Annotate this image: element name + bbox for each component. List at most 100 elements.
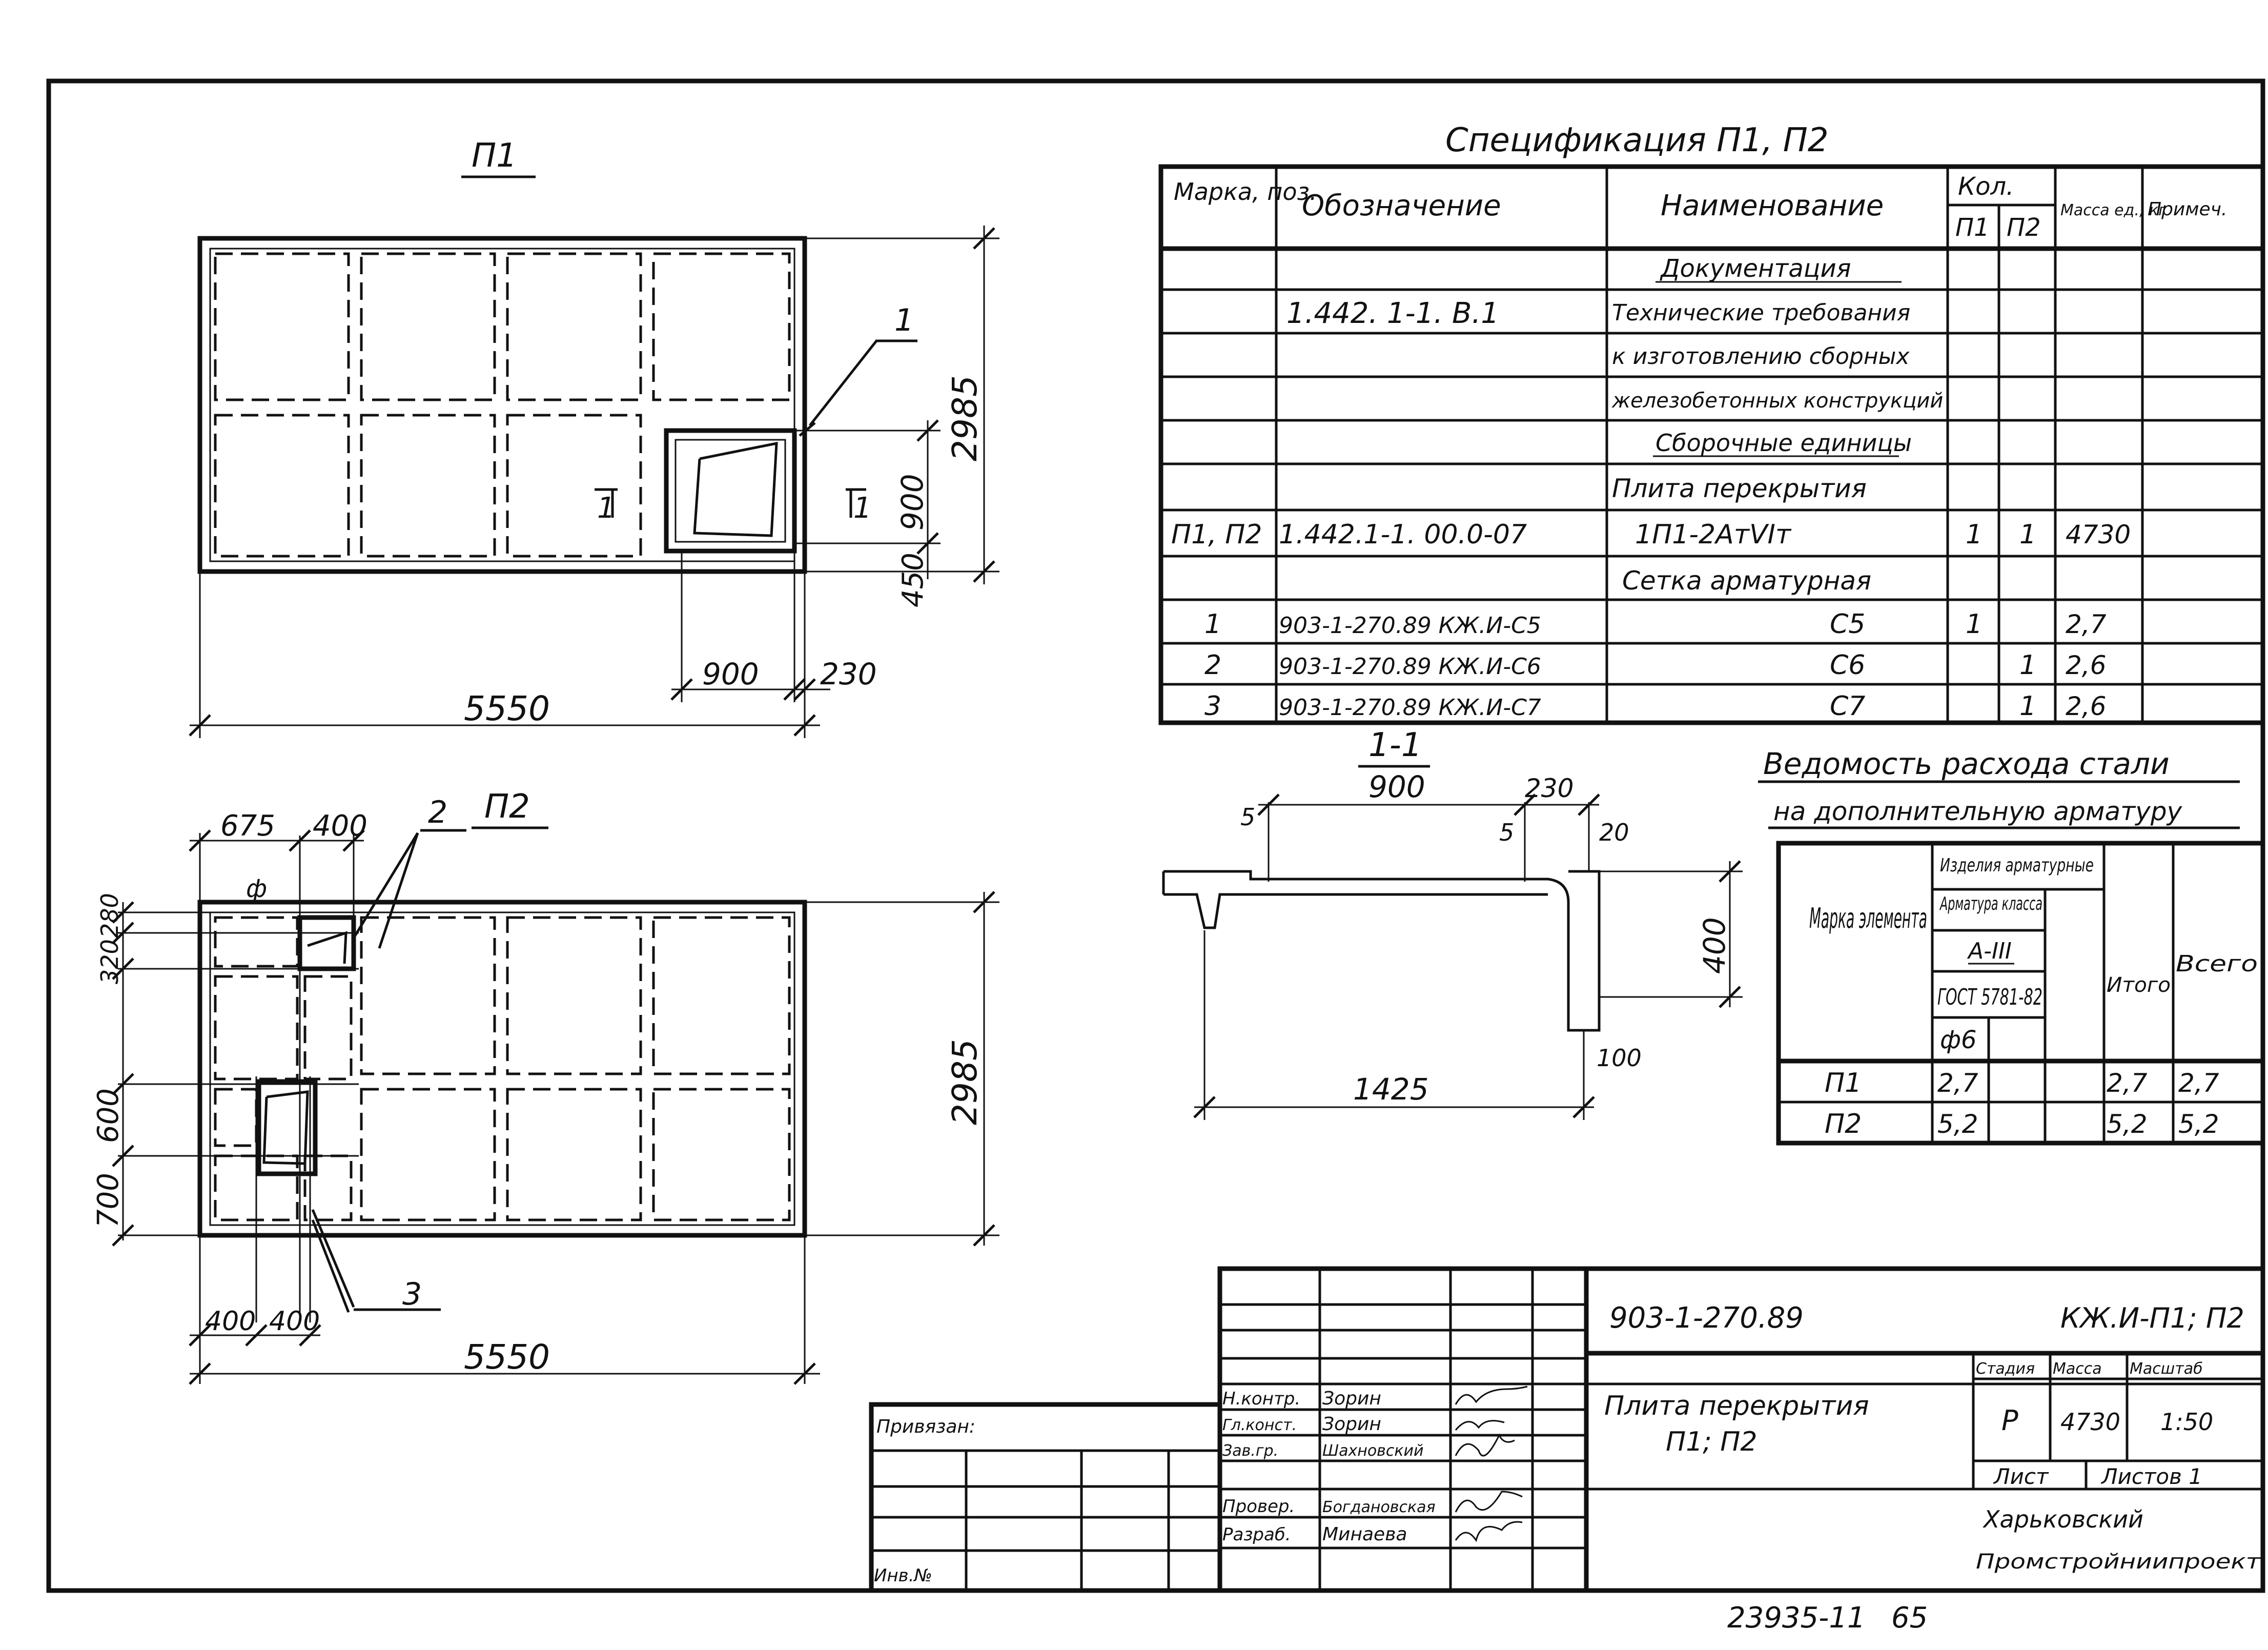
svg-text:Плита перекрытия: Плита перекрытия <box>1612 474 1867 503</box>
p2-dim-left-d: 600 <box>92 1088 125 1143</box>
steel-h-gost: ГОСТ 5781-82 <box>1937 984 2042 1010</box>
p1-opening <box>664 428 797 554</box>
steel-h-dia: ф6 <box>1940 1026 1977 1054</box>
section-dim-230: 230 <box>1525 773 1574 803</box>
svg-text:1: 1 <box>1204 609 1221 640</box>
section-dim-1425: 1425 <box>1353 1072 1429 1107</box>
steel-row: П2 5,2 5,2 5,2 <box>1825 1109 2219 1139</box>
spec-row: 1.442. 1-1. В.1 Технические требования <box>1286 297 1910 330</box>
stamp-title-2: П1; П2 <box>1666 1427 1757 1457</box>
spec-row: Документация <box>1656 254 1902 283</box>
p2-callout-3: 3 <box>402 1276 422 1312</box>
section-dim-100: 100 <box>1597 1044 1642 1072</box>
p2-dim-bot-b: 400 <box>269 1306 320 1337</box>
stamp-title-1: Плита перекрытия <box>1604 1391 1869 1421</box>
svg-text:Сборочные единицы: Сборочные единицы <box>1656 429 1912 457</box>
stamp-role-row: Разраб. Минаева <box>1222 1524 1407 1545</box>
p2-opening-bottom <box>256 1079 318 1176</box>
spec-row: 3 903-1-270.89 КЖ.И-С7 С7 1 2,6 <box>1204 691 2107 722</box>
steel-table: Ведомость расхода стали на дополнительну… <box>1758 746 2265 1146</box>
svg-text:1: 1 <box>2019 691 2036 722</box>
svg-text:903-1-270.89 КЖ.И-С6: 903-1-270.89 КЖ.И-С6 <box>1279 654 1541 680</box>
svg-text:3: 3 <box>1204 691 1221 722</box>
svg-text:903-1-270.89 КЖ.И-С5: 903-1-270.89 КЖ.И-С5 <box>1279 613 1541 639</box>
p2-dim-left-a: 320 <box>96 939 124 984</box>
p2-dim-top-b: 400 <box>313 809 367 843</box>
spec-title: Спецификация П1, П2 <box>1445 121 1829 159</box>
svg-text:Зорин: Зорин <box>1322 1388 1381 1409</box>
steel-h-total: Итого <box>2107 973 2171 997</box>
svg-text:Разраб.: Разраб. <box>1222 1524 1291 1545</box>
svg-text:С7: С7 <box>1830 691 1865 722</box>
plan-p1: П1 1 1 1 2 <box>189 137 999 738</box>
svg-text:1: 1 <box>1966 609 1983 640</box>
svg-text:Документация: Документация <box>1660 254 1851 283</box>
stamp-inv-no: Инв.№ <box>874 1565 932 1586</box>
stamp-scale: 1:50 <box>2160 1408 2213 1436</box>
svg-text:2: 2 <box>1204 650 1221 681</box>
stamp-role-row: Зав.гр. Шахновский <box>1222 1442 1423 1460</box>
steel-h-all: Всего <box>2176 951 2258 977</box>
p1-dim-opening-w: 900 <box>702 657 759 691</box>
svg-text:4730: 4730 <box>2066 520 2131 549</box>
stamp-doc-code: 903-1-270.89 <box>1609 1301 1804 1335</box>
spec-h-qty-p2: П2 <box>2007 213 2041 242</box>
p2-callout-2: 2 <box>428 795 447 830</box>
svg-text:2,7: 2,7 <box>2178 1068 2219 1098</box>
p1-dim-length: 5550 <box>464 689 550 728</box>
title-block: Привязан: Инв.№ 903-1-270.89 КЖ.И-П1; П2… <box>869 1266 2265 1593</box>
p2-dim-height: 2985 <box>945 1039 985 1125</box>
spec-row: Плита перекрытия <box>1612 474 1867 503</box>
p2-dim-left-b: 280 <box>96 893 124 938</box>
svg-text:П1: П1 <box>1825 1068 1862 1098</box>
steel-title-2: на дополнительную арматуру <box>1773 797 2183 826</box>
svg-text:2,7: 2,7 <box>1937 1068 1978 1098</box>
svg-text:С6: С6 <box>1830 650 1865 681</box>
stamp-org-1: Харьковский <box>1983 1505 2143 1533</box>
p1-panels <box>214 252 791 558</box>
p1-dim-offset-h: 230 <box>820 657 877 691</box>
spec-row: к изготовлению сборных <box>1612 343 1910 370</box>
spec-h-name: Наименование <box>1661 189 1884 222</box>
plan-p1-title: П1 <box>472 137 517 175</box>
p2-dim-bot-a: 400 <box>205 1306 256 1337</box>
svg-text:Минаева: Минаева <box>1322 1524 1407 1545</box>
section-title: 1-1 <box>1368 726 1422 764</box>
spec-row: 1 903-1-270.89 КЖ.И-С5 С5 1 2,7 <box>1204 609 2107 640</box>
spec-table: Спецификация П1, П2 Марка, поз. Обозначе… <box>1158 121 2265 725</box>
svg-text:железобетонных конструкций: железобетонных конструкций <box>1611 389 1943 413</box>
stamp-role-row: Н.контр. Зорин <box>1222 1388 1381 1409</box>
footer-code: 23935-11 <box>1727 1601 1866 1635</box>
svg-text:Сетка арматурная: Сетка арматурная <box>1622 566 1871 596</box>
section-dim-5a: 5 <box>1240 803 1255 831</box>
p1-dim-offset-v: 450 <box>896 553 930 607</box>
spec-h-qty: Кол. <box>1958 172 2014 201</box>
section-dim-5b: 5 <box>1499 819 1514 846</box>
spec-row: 2 903-1-270.89 КЖ.И-С6 С6 1 2,6 <box>1204 650 2107 681</box>
plan-p2: П2 2 <box>92 788 999 1385</box>
svg-text:2,6: 2,6 <box>2066 691 2107 721</box>
steel-h-class: А-III <box>1967 938 2012 964</box>
svg-text:5,2: 5,2 <box>2178 1109 2219 1139</box>
spec-row: Сборочные единицы <box>1653 429 1912 457</box>
stamp-mass: 4730 <box>2060 1408 2120 1436</box>
p1-section-mark-left: 1 <box>597 492 616 525</box>
stamp-role-row: Провер. Богдановская <box>1222 1496 1436 1517</box>
svg-text:ф: ф <box>246 874 267 903</box>
spec-h-qty-p1: П1 <box>1955 213 1990 242</box>
svg-text:П1, П2: П1, П2 <box>1171 519 1262 550</box>
svg-text:к изготовлению сборных: к изготовлению сборных <box>1612 343 1910 370</box>
p1-section-mark-right: 1 <box>853 492 872 525</box>
p2-dim-top-a: 675 <box>220 809 275 843</box>
p1-callout-1: 1 <box>894 302 914 338</box>
p1-slab-outline <box>197 236 807 574</box>
stamp-sheets: Листов 1 <box>2100 1464 2202 1489</box>
section-dim-400: 400 <box>1697 917 1732 974</box>
p1-dim-opening-h: 900 <box>895 474 930 531</box>
svg-text:5,2: 5,2 <box>2107 1109 2148 1139</box>
steel-h-products: Изделия арматурные <box>1940 855 2094 876</box>
steel-title-1: Ведомость расхода стали <box>1763 746 2170 781</box>
svg-text:903-1-270.89 КЖ.И-С7: 903-1-270.89 КЖ.И-С7 <box>1279 695 1541 721</box>
